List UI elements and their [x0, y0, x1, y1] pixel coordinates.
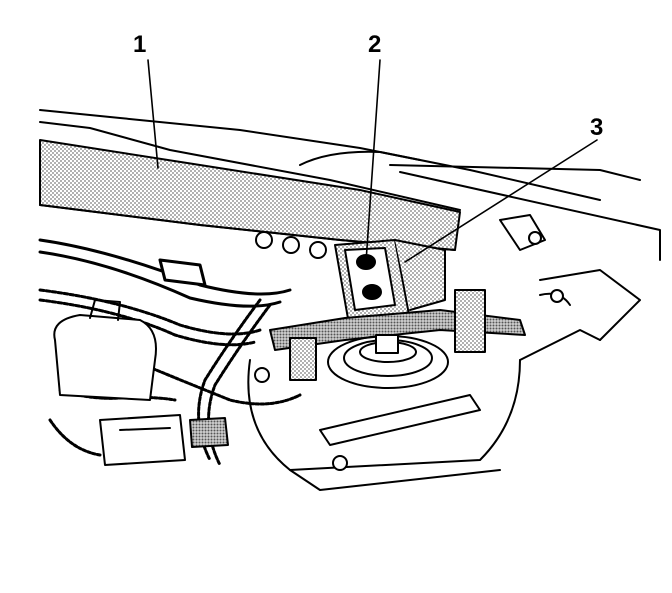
callout-3: 3 — [590, 114, 604, 141]
ground-bolts — [254, 289, 564, 471]
strut-mount — [269, 289, 526, 389]
leader-line-1 — [147, 59, 159, 169]
leader-line-3 — [404, 139, 598, 263]
callout-leaders — [147, 59, 598, 263]
brace-bracket — [334, 239, 446, 331]
callout-1: 1 — [133, 31, 147, 58]
fender-apron — [247, 214, 641, 491]
wiring-harness — [38, 238, 302, 467]
callout-2: 2 — [368, 31, 382, 58]
coolant-reservoir — [53, 299, 229, 466]
strut-tower-brace — [39, 139, 461, 259]
leader-line-2 — [365, 59, 381, 263]
cowl-panel — [39, 109, 661, 261]
